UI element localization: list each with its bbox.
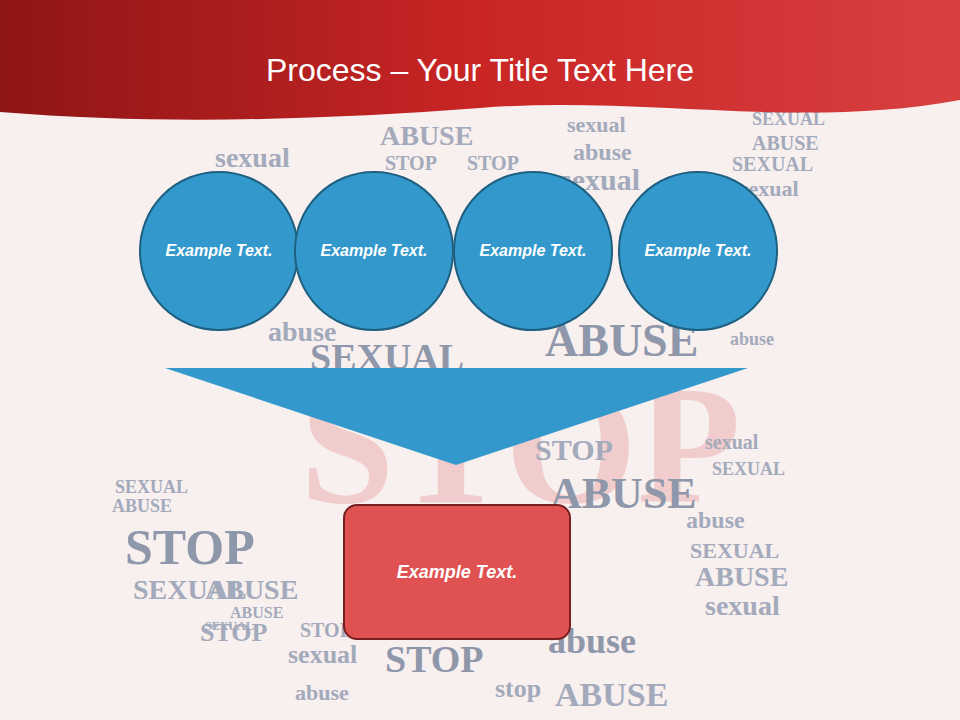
watermark-word: STOP (125, 522, 255, 572)
node-text: Example Text. (479, 239, 586, 262)
process-circle: Example Text. (139, 171, 298, 330)
watermark-word: abuse (730, 330, 774, 348)
node-text: Example Text. (644, 239, 751, 262)
watermark-word: STOP (535, 435, 613, 465)
watermark-word: ABUSE (112, 497, 172, 515)
watermark-word: SEXUAL (690, 540, 779, 562)
node-text: Example Text. (397, 559, 517, 585)
process-circle: Example Text. (618, 171, 777, 330)
watermark-word: STOP (385, 640, 484, 678)
node-text: Example Text. (165, 239, 272, 262)
watermark-word: sexual (215, 144, 290, 172)
watermark-word: ABUSE (695, 563, 788, 591)
watermark-word: sexual (567, 114, 626, 136)
watermark-word: SEXUAL (752, 110, 825, 128)
watermark-word: ABUSE (380, 122, 473, 150)
watermark-word: sexual (288, 642, 357, 668)
watermark-word: SEXUAL (732, 154, 813, 174)
watermark-word: SEXUAL (712, 460, 785, 478)
watermark-word: ABUSE (752, 133, 819, 153)
process-circle: Example Text. (453, 171, 612, 330)
watermark-word: sexual (705, 432, 758, 452)
watermark-word: ABUSE (550, 472, 697, 516)
watermark-word: abuse (295, 682, 349, 704)
watermark-word: SEXUAL (115, 478, 188, 496)
node-text: Example Text. (320, 239, 427, 262)
watermark-word: SEXUAL (205, 620, 254, 632)
watermark-word: stop (495, 676, 541, 702)
watermark-word: ABUSE (230, 605, 283, 621)
watermark-word: STOP (385, 153, 437, 173)
watermark-word: ABUSE (205, 576, 298, 604)
watermark-word: ABUSE (555, 678, 668, 712)
slide-title: Process – Your Title Text Here (0, 52, 960, 89)
watermark-word: STOP (467, 153, 519, 173)
watermark-word: abuse (573, 140, 632, 164)
process-circle: Example Text. (294, 171, 453, 330)
result-box: Example Text. (343, 504, 571, 640)
watermark-word: sexual (705, 592, 780, 620)
